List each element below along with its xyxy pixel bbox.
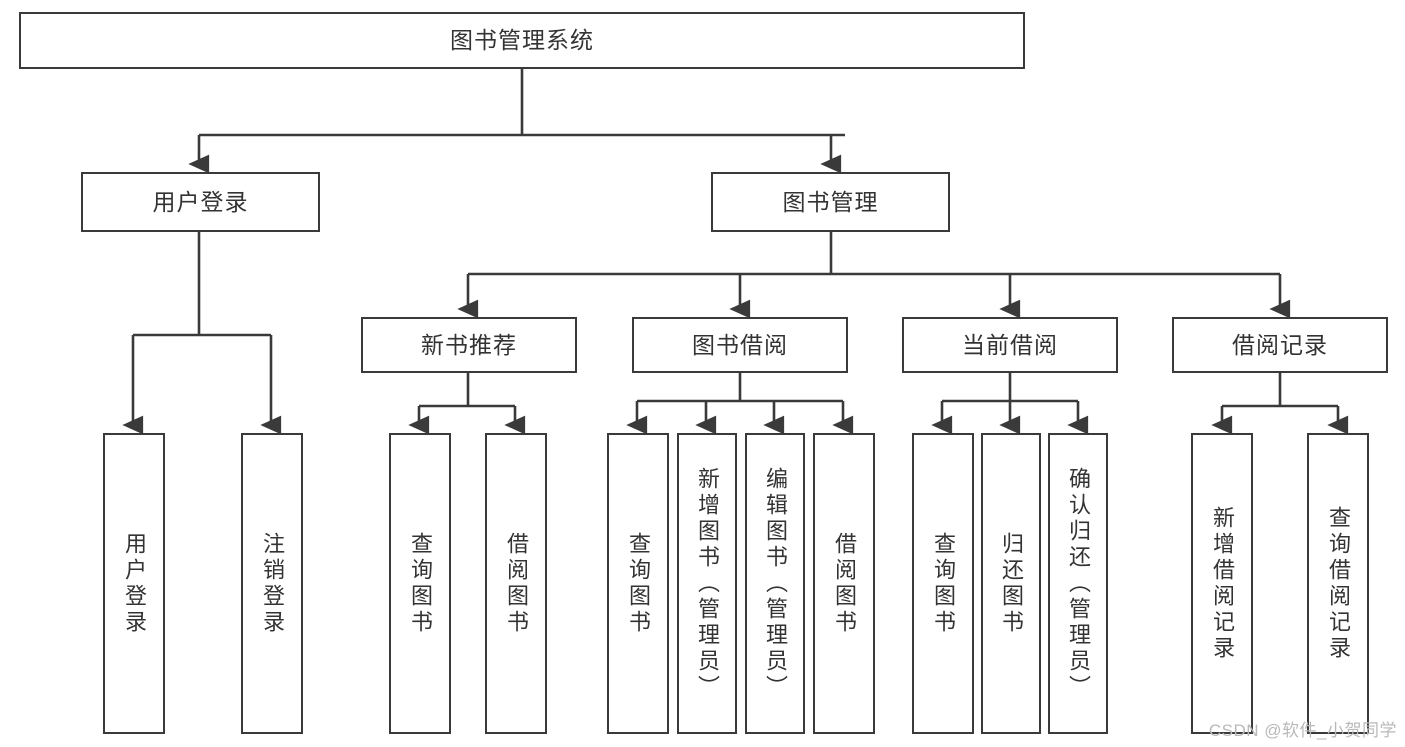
node-leaf-edit-book-label: 编辑图书（管理员） (763, 466, 788, 701)
node-root-label: 图书管理系统 (450, 27, 594, 54)
node-leaf-query-book-2[interactable]: 查询图书 (607, 433, 669, 734)
node-new-book-recommend[interactable]: 新书推荐 (361, 317, 577, 373)
node-current-borrow-label: 当前借阅 (962, 331, 1058, 358)
node-leaf-user-login[interactable]: 用户登录 (103, 433, 165, 734)
node-leaf-add-book[interactable]: 新增图书（管理员） (677, 433, 737, 734)
node-new-book-recommend-label: 新书推荐 (421, 331, 517, 358)
node-book-manage-label: 图书管理 (782, 188, 879, 215)
node-leaf-return-book-label: 归还图书 (999, 531, 1024, 636)
node-leaf-confirm-return-label: 确认归还（管理员） (1066, 466, 1091, 701)
node-leaf-return-book[interactable]: 归还图书 (981, 433, 1041, 734)
node-current-borrow[interactable]: 当前借阅 (902, 317, 1118, 373)
node-borrow-record[interactable]: 借阅记录 (1172, 317, 1388, 373)
node-leaf-query-book-3[interactable]: 查询图书 (912, 433, 974, 734)
node-leaf-borrow-book-1-label: 借阅图书 (504, 531, 529, 636)
node-leaf-borrow-book-2-label: 借阅图书 (832, 531, 857, 636)
node-leaf-query-record[interactable]: 查询借阅记录 (1307, 433, 1369, 734)
node-root[interactable]: 图书管理系统 (19, 12, 1025, 69)
node-borrow-record-label: 借阅记录 (1232, 331, 1328, 358)
node-user-login[interactable]: 用户登录 (81, 172, 320, 232)
node-leaf-user-login-label: 用户登录 (122, 531, 147, 636)
node-leaf-add-book-label: 新增图书（管理员） (695, 466, 720, 701)
node-book-borrow[interactable]: 图书借阅 (632, 317, 848, 373)
node-leaf-query-book-1[interactable]: 查询图书 (389, 433, 451, 734)
node-leaf-query-book-1-label: 查询图书 (408, 531, 433, 636)
node-leaf-logout-login[interactable]: 注销登录 (241, 433, 303, 734)
node-book-borrow-label: 图书借阅 (692, 331, 788, 358)
watermark: CSDN @软件_小贺同学 (1208, 721, 1397, 740)
node-leaf-query-book-2-label: 查询图书 (626, 531, 651, 636)
node-book-manage[interactable]: 图书管理 (711, 172, 950, 232)
node-user-login-label: 用户登录 (152, 188, 249, 215)
node-leaf-borrow-book-1[interactable]: 借阅图书 (485, 433, 547, 734)
node-leaf-logout-login-label: 注销登录 (260, 531, 285, 636)
node-leaf-confirm-return[interactable]: 确认归还（管理员） (1048, 433, 1108, 734)
node-leaf-borrow-book-2[interactable]: 借阅图书 (813, 433, 875, 734)
node-leaf-add-record[interactable]: 新增借阅记录 (1191, 433, 1253, 734)
node-leaf-query-book-3-label: 查询图书 (931, 531, 956, 636)
node-leaf-add-record-label: 新增借阅记录 (1210, 505, 1235, 662)
node-leaf-edit-book[interactable]: 编辑图书（管理员） (745, 433, 805, 734)
node-leaf-query-record-label: 查询借阅记录 (1326, 505, 1351, 662)
